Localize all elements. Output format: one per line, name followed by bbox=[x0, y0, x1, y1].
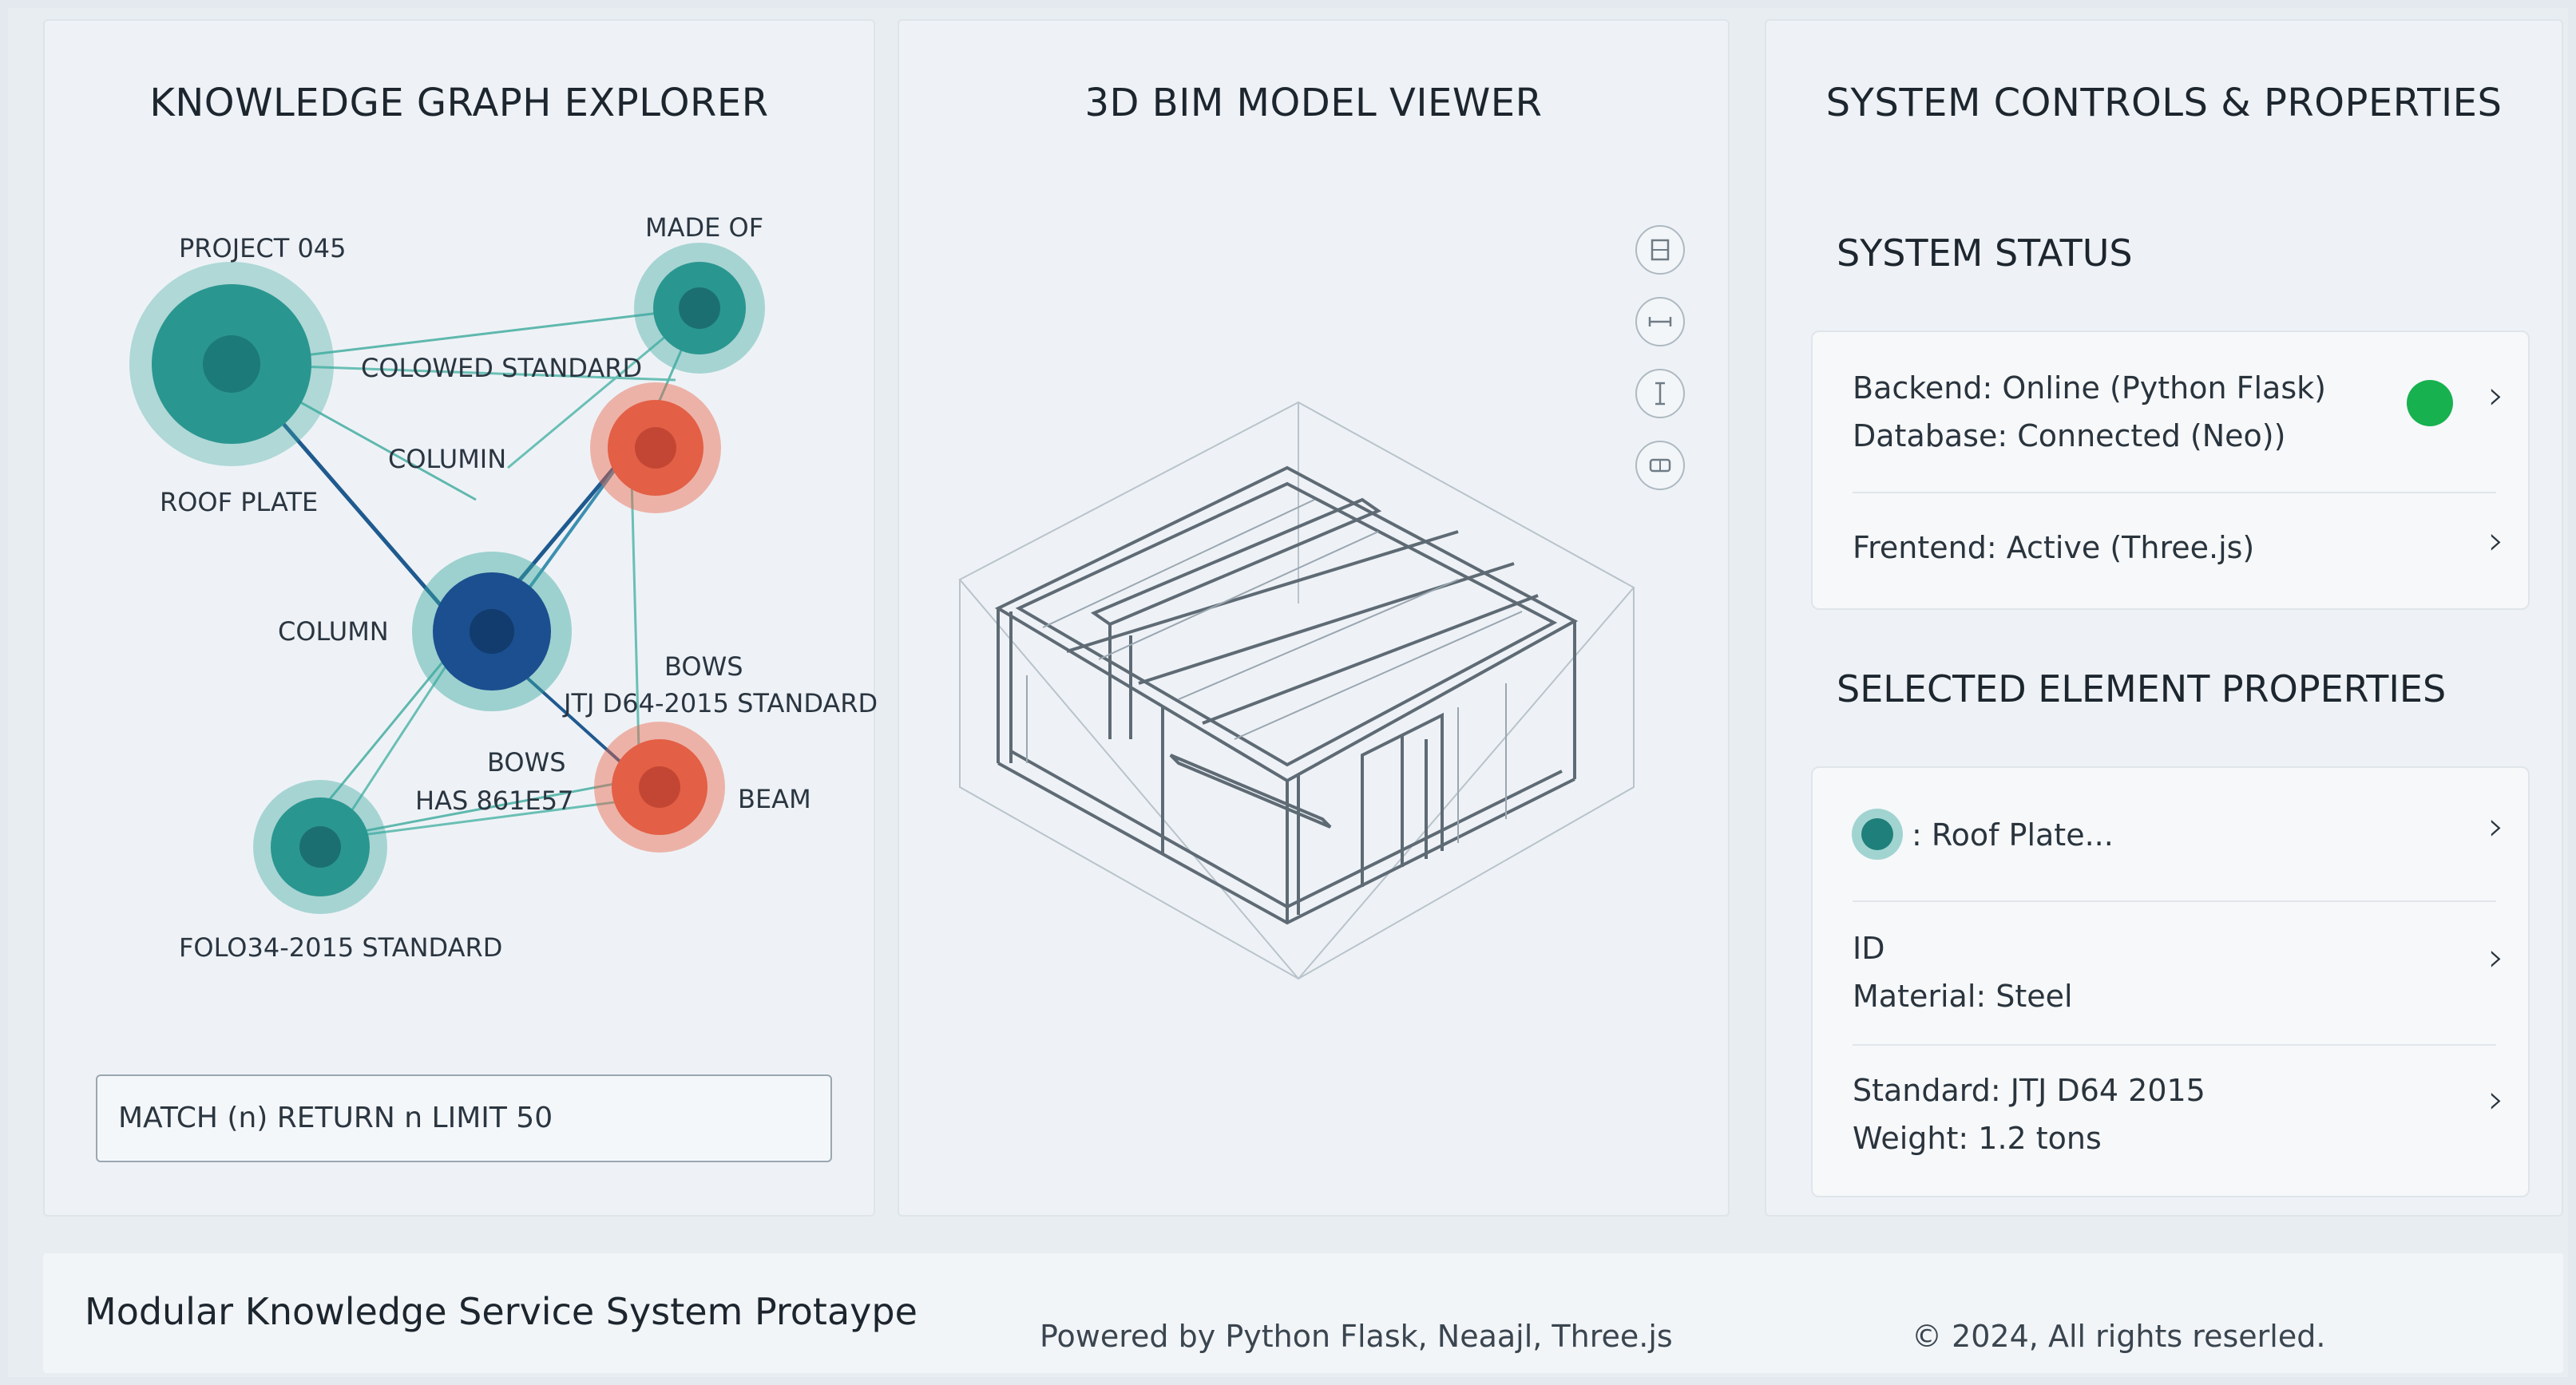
label-beam: BEAM bbox=[738, 784, 811, 814]
element-name: : Roof Plate... bbox=[1912, 817, 2114, 853]
label-bows-top: BOWS bbox=[664, 651, 743, 682]
section-box-icon bbox=[1649, 458, 1671, 473]
label-roof-plate: ROOF PLATE bbox=[160, 487, 318, 517]
label-colowed-standard: COLOWED STANDARD bbox=[361, 353, 642, 383]
system-status-title: SYSTEM STATUS bbox=[1837, 231, 2133, 275]
measure-vertical-button[interactable] bbox=[1635, 369, 1685, 418]
chevron-right-icon: › bbox=[2488, 934, 2504, 980]
footer-powered-by: Powered by Python Flask, Neaajl, Three.j… bbox=[1040, 1319, 1673, 1354]
label-jtj-standard: JTJ D64-2015 STANDARD bbox=[562, 688, 877, 718]
footer-title: Modular Knowledge Service System Protayp… bbox=[85, 1290, 917, 1333]
chevron-right-icon: › bbox=[2488, 372, 2504, 418]
fit-view-button[interactable] bbox=[1635, 225, 1685, 275]
element-standard: Standard: JTJ D64 2015 bbox=[1853, 1073, 2205, 1108]
node-beam[interactable] bbox=[594, 722, 725, 853]
system-status-card: Backend: Online (Python Flask) Database:… bbox=[1811, 330, 2530, 610]
fit-view-icon bbox=[1651, 239, 1670, 261]
frontend-status: Frentend: Active (Three.js) bbox=[1853, 530, 2255, 565]
label-project: PROJECT 045 bbox=[179, 233, 347, 263]
element-weight: Weight: 1.2 tons bbox=[1853, 1121, 2102, 1156]
measure-horizontal-button[interactable] bbox=[1635, 297, 1685, 346]
knowledge-graph-canvas[interactable]: PROJECT 045 MADE OF COLOWED STANDARD COL… bbox=[45, 21, 877, 1059]
node-standard-orange[interactable] bbox=[590, 382, 721, 513]
label-bows-mid: BOWS bbox=[487, 747, 566, 778]
section-box-button[interactable] bbox=[1635, 441, 1685, 490]
footer-copyright: © 2024, All rights reserled. bbox=[1912, 1319, 2326, 1354]
controls-title: SYSTEM CONTROLS & PROPERTIES bbox=[1825, 81, 2503, 125]
chevron-right-icon: › bbox=[2488, 1076, 2504, 1122]
database-status: Database: Connected (Neo)) bbox=[1853, 418, 2286, 453]
label-column-edge: COLUMIN bbox=[388, 444, 506, 474]
element-id-label: ID bbox=[1853, 931, 1885, 966]
knowledge-graph-title: KNOWLEDGE GRAPH EXPLORER bbox=[149, 81, 769, 125]
building-details bbox=[1026, 499, 1523, 843]
label-made-of: MADE OF bbox=[645, 212, 763, 243]
divider bbox=[1853, 492, 2496, 493]
element-material: Material: Steel bbox=[1853, 979, 2073, 1014]
label-has: HAS 861E57 bbox=[415, 785, 573, 816]
node-project[interactable] bbox=[129, 262, 334, 466]
label-column: COLUMN bbox=[278, 616, 389, 647]
chevron-right-icon: › bbox=[2488, 803, 2504, 849]
bim-viewer-title: 3D BIM MODEL VIEWER bbox=[1084, 81, 1543, 125]
bim-viewer-panel: 3D BIM MODEL VIEWER bbox=[898, 19, 1730, 1217]
online-status-dot bbox=[2407, 380, 2453, 426]
bim-3d-canvas[interactable] bbox=[899, 21, 1731, 1059]
node-column[interactable] bbox=[412, 552, 572, 711]
knowledge-graph-panel: KNOWLEDGE GRAPH EXPLORER bbox=[43, 19, 877, 1217]
backend-status: Backend: Online (Python Flask) bbox=[1853, 370, 2326, 406]
element-properties-card: : Roof Plate... › ID Material: Steel › S… bbox=[1811, 766, 2530, 1197]
measure-horizontal-icon bbox=[1648, 317, 1672, 326]
node-folo-standard[interactable] bbox=[253, 780, 387, 914]
bounding-box bbox=[958, 401, 1635, 980]
node-made-of[interactable] bbox=[634, 243, 765, 374]
chevron-right-icon: › bbox=[2488, 517, 2504, 564]
cypher-query-input[interactable]: MATCH (n) RETURN n LIMIT 50 bbox=[96, 1074, 832, 1162]
measure-vertical-icon bbox=[1655, 382, 1665, 406]
footer: Modular Knowledge Service System Protayp… bbox=[43, 1253, 2563, 1373]
element-node-icon bbox=[1852, 809, 1903, 860]
building-frame bbox=[994, 465, 1579, 925]
selected-element-title: SELECTED ELEMENT PROPERTIES bbox=[1837, 667, 2447, 710]
divider bbox=[1853, 900, 2496, 902]
app-window: KNOWLEDGE GRAPH EXPLORER bbox=[8, 8, 2568, 1377]
divider bbox=[1853, 1044, 2496, 1046]
graph-edge bbox=[629, 447, 641, 780]
label-folo-standard: FOLO34-2015 STANDARD bbox=[179, 932, 502, 963]
controls-panel: SYSTEM CONTROLS & PROPERTIES SYSTEM STAT… bbox=[1765, 19, 2563, 1217]
